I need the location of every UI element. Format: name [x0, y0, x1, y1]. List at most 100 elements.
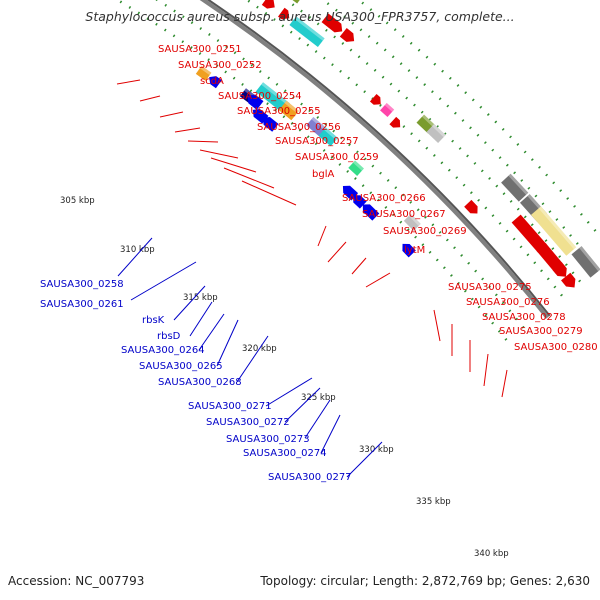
- gene-feature[interactable]: [511, 214, 551, 258]
- forward-gene-label[interactable]: SAUSA300_0276: [451, 297, 550, 356]
- gene-feature[interactable]: [359, 201, 380, 221]
- gene-feature[interactable]: [278, 7, 293, 23]
- label-leader-line: [117, 237, 153, 277]
- gene-feature[interactable]: [552, 262, 570, 280]
- forward-gene-label[interactable]: bglA: [241, 169, 334, 206]
- forward-gene-arrow: [369, 93, 381, 105]
- reverse-gene-label[interactable]: SAUSA300_0272: [206, 387, 321, 428]
- gene-feature[interactable]: [464, 199, 481, 217]
- gene-name: SAUSA300_0266: [342, 193, 426, 204]
- reverse-gene-label[interactable]: SAUSA300_0271: [188, 377, 313, 412]
- label-leader-line: [199, 149, 239, 159]
- reverse-gene-arrow: [362, 204, 380, 221]
- gene-name: SAUSA300_0276: [466, 297, 550, 308]
- reverse-gene-arrow: [262, 117, 279, 132]
- gene-feature[interactable]: [255, 82, 290, 113]
- gene-feature[interactable]: [195, 65, 212, 81]
- reverse-gene-label[interactable]: SAUSA300_0268: [158, 335, 269, 388]
- gene-feature[interactable]: [350, 192, 367, 209]
- gene-feature[interactable]: [571, 246, 600, 278]
- forward-gene-label[interactable]: lytM: [365, 245, 425, 288]
- reverse-gene-label[interactable]: rbsD: [157, 301, 213, 342]
- gene-feature[interactable]: [561, 272, 579, 291]
- forward-gene-label[interactable]: SAUSA300_0257: [210, 136, 359, 173]
- label-leader-line: [433, 309, 441, 342]
- gene-feature[interactable]: [206, 73, 222, 89]
- feature-highlight: [199, 65, 212, 76]
- forward-gene-label[interactable]: SAUSA300_0256: [199, 122, 341, 159]
- forward-gene-label[interactable]: SAUSA300_0254: [174, 91, 302, 133]
- forward-gene-label[interactable]: SAUSA300_0269: [351, 226, 467, 275]
- ruler-label: 305 kbp: [60, 196, 95, 206]
- gene-feature[interactable]: [403, 213, 421, 231]
- gene-feature[interactable]: [426, 123, 446, 144]
- forward-gene-label[interactable]: scdA: [159, 76, 224, 118]
- forward-gene-label[interactable]: SAUSA300_0278: [469, 312, 566, 372]
- reverse-gene-label[interactable]: SAUSA300_0273: [226, 399, 331, 445]
- gene-feature[interactable]: [339, 28, 358, 45]
- gene-feature[interactable]: [380, 102, 395, 118]
- gene-name: SAUSA300_0265: [139, 361, 223, 372]
- reverse-gene-label[interactable]: rbsK: [142, 285, 206, 326]
- gene-name: SAUSA300_0271: [188, 401, 272, 412]
- accession-text: Accession: NC_007793: [8, 574, 145, 588]
- gene-feature[interactable]: [318, 127, 338, 147]
- gene-feature[interactable]: [399, 240, 416, 258]
- forward-gene-label[interactable]: SAUSA300_0252: [139, 60, 262, 102]
- label-leader-line: [317, 225, 327, 247]
- gene-feature[interactable]: [389, 116, 403, 131]
- gene-name: scdA: [200, 76, 224, 87]
- ruler-label: 325 kbp: [301, 393, 336, 403]
- gene-name: SAUSA300_0278: [482, 312, 566, 323]
- forward-gene-label[interactable]: SAUSA300_0280: [501, 342, 598, 398]
- label-leader-line: [236, 335, 269, 383]
- gene-feature[interactable]: [244, 91, 264, 110]
- reverse-gene-arrow: [247, 94, 264, 110]
- feature-highlight: [294, 16, 325, 41]
- reverse-gene-label[interactable]: SAUSA300_0261: [40, 261, 197, 310]
- ruler-label: 310 kbp: [120, 245, 155, 255]
- backbone-shadow: [206, 0, 551, 317]
- label-leader-line: [320, 414, 341, 454]
- reverse-gene-label[interactable]: SAUSA300_0264: [121, 313, 225, 356]
- reverse-gene-label[interactable]: SAUSA300_0258: [40, 237, 153, 290]
- gene-feature[interactable]: [284, 0, 304, 4]
- reverse-gene-label[interactable]: SAUSA300_0277: [268, 441, 383, 483]
- gene-feature[interactable]: [260, 114, 279, 132]
- gene-feature[interactable]: [501, 173, 529, 202]
- gene-feature[interactable]: [289, 16, 325, 48]
- label-leader-line: [159, 111, 184, 118]
- reverse-gene-label[interactable]: SAUSA300_0265: [139, 319, 239, 372]
- forward-gene-label[interactable]: SAUSA300_0251: [116, 44, 242, 85]
- gene-feature[interactable]: [369, 93, 384, 108]
- label-leader-line: [351, 257, 367, 275]
- feature-block: [278, 100, 299, 121]
- forward-gene-label[interactable]: SAUSA300_0267: [327, 209, 446, 263]
- forward-gene-label[interactable]: SAUSA300_0266: [317, 193, 426, 247]
- forward-gene-arrow: [321, 13, 343, 33]
- forward-gene-arrow: [561, 272, 576, 288]
- forward-gene-label[interactable]: SAUSA300_0279: [483, 326, 583, 387]
- feature-highlight: [421, 114, 436, 128]
- gene-feature[interactable]: [348, 160, 364, 176]
- dotted-ring: [115, 0, 513, 347]
- gene-feature[interactable]: [278, 100, 299, 121]
- gene-name: SAUSA300_0257: [275, 136, 359, 147]
- gene-feature[interactable]: [261, 0, 278, 12]
- feature-block: [531, 206, 577, 256]
- forward-gene-label[interactable]: SAUSA300_0259: [223, 152, 379, 189]
- label-leader-line: [174, 127, 201, 133]
- reverse-gene-label[interactable]: SAUSA300_0274: [243, 414, 341, 459]
- gene-feature[interactable]: [321, 13, 346, 35]
- gene-feature[interactable]: [531, 206, 577, 256]
- forward-gene-label[interactable]: SAUSA300_0255: [187, 106, 321, 143]
- label-leader-line: [284, 387, 321, 423]
- label-leader-line: [265, 377, 313, 407]
- gene-features: [195, 0, 600, 291]
- gene-name: SAUSA300_0273: [226, 434, 310, 445]
- feature-highlight: [384, 102, 395, 112]
- gene-name: SAUSA300_0272: [206, 417, 290, 428]
- forward-gene-label[interactable]: SAUSA300_0275: [433, 282, 532, 342]
